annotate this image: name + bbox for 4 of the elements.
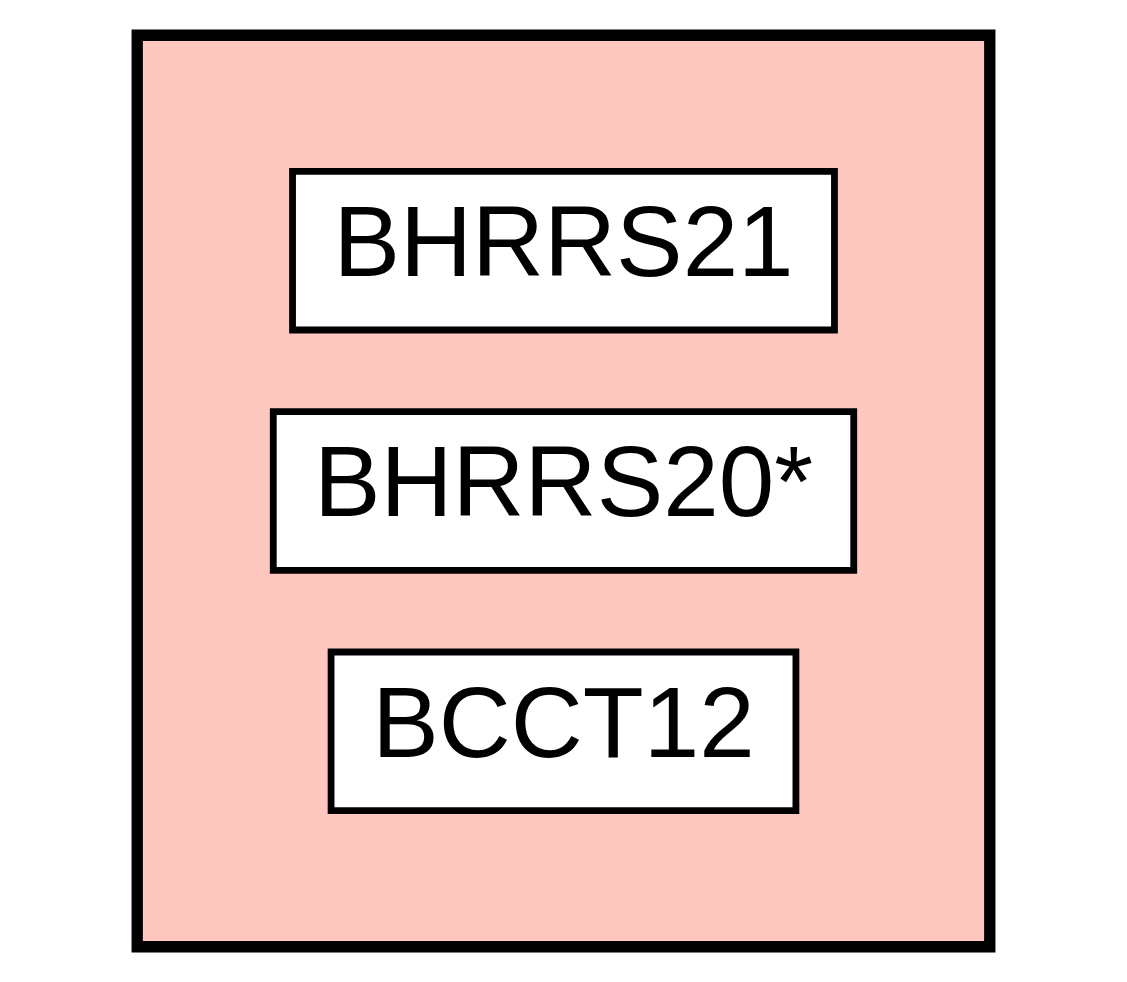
node-box: BHRRS21 <box>289 167 838 334</box>
cluster <box>131 29 996 953</box>
node-box: BCCT12 <box>327 648 800 815</box>
node-box: BHRRS20* <box>269 408 858 574</box>
